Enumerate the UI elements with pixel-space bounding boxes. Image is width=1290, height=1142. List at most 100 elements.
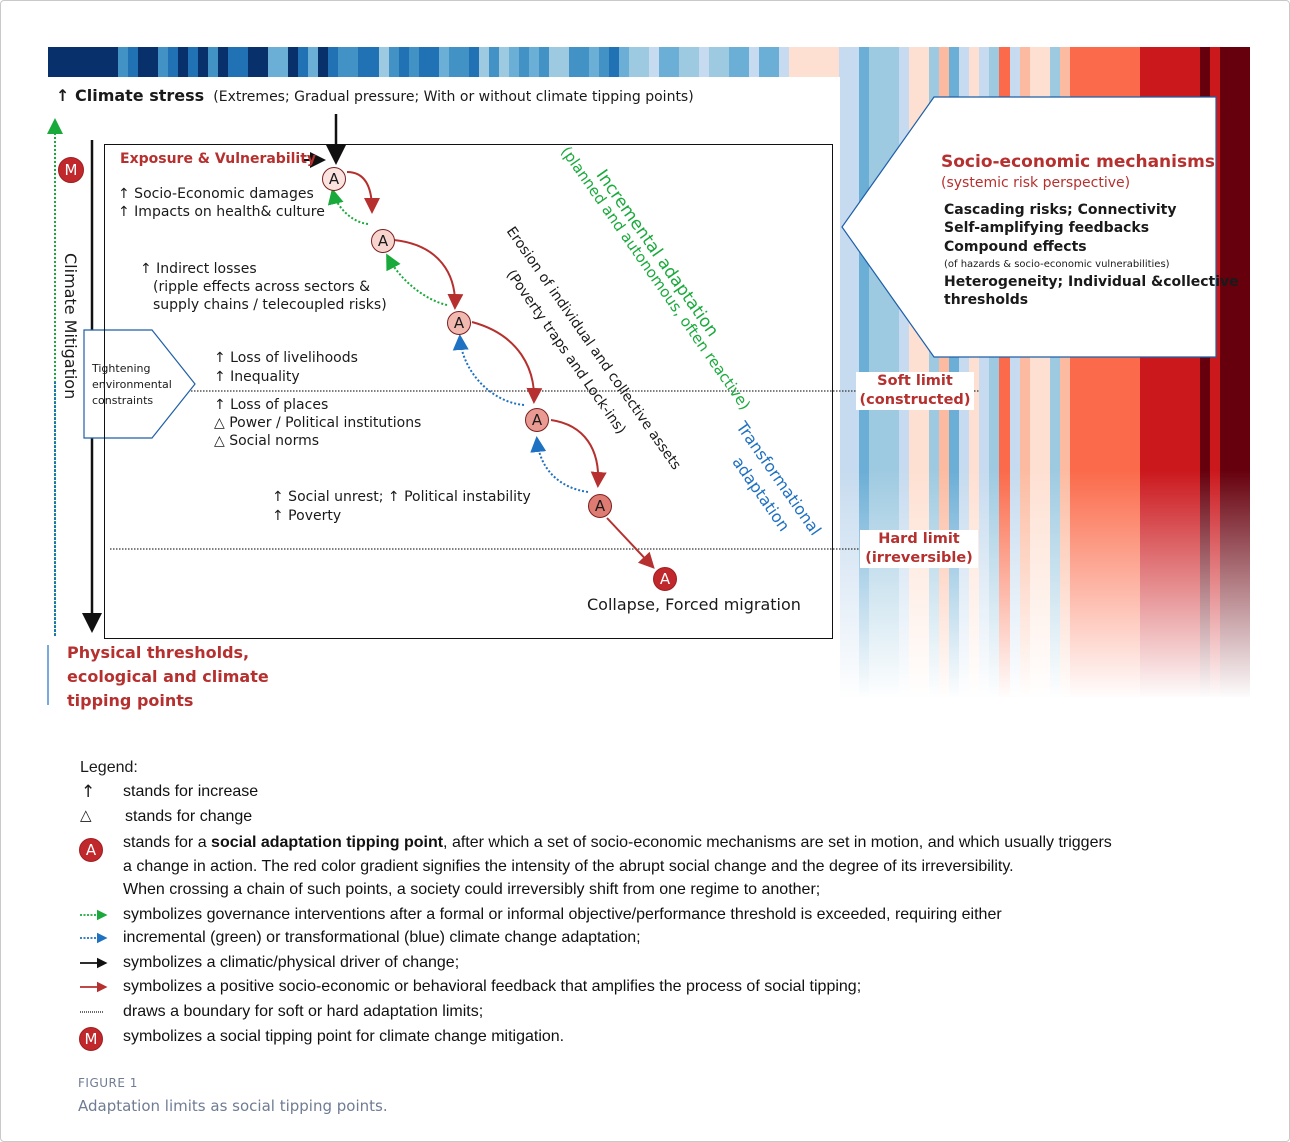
mitigation-tipping-marker: M <box>58 157 84 183</box>
warming-stripe <box>839 47 850 697</box>
legend-tipping-line3: When crossing a chain of such points, a … <box>123 881 821 898</box>
warming-stripe <box>1019 47 1030 697</box>
legend-arrow-symbols <box>80 909 108 1013</box>
hard-limit-label: Hard limit (irreversible) <box>860 530 978 568</box>
warming-stripe <box>1119 47 1130 697</box>
exposure-vulnerability-label: Exposure & Vulnerability <box>120 151 317 167</box>
legend-driver: symbolizes a climatic/physical driver of… <box>123 954 460 971</box>
adaptation-tipping-point-node: A <box>371 229 395 253</box>
physical-thresholds-line: tipping points <box>67 691 194 710</box>
warming-stripe <box>1099 47 1110 697</box>
warming-stripe <box>1039 47 1050 697</box>
impact-unrest: ↑ Social unrest; ↑ Political instability <box>272 489 531 505</box>
warming-stripe <box>1089 47 1100 697</box>
mechanisms-callout-shape <box>841 96 1217 358</box>
climate-mitigation-label: Climate Mitigation <box>61 253 80 400</box>
warming-stripe <box>969 47 980 697</box>
mechanism-item-note: (of hazards & socio-economic vulnerabili… <box>944 259 1170 270</box>
legend-mitigation-symbol: M <box>79 1027 103 1051</box>
warming-stripe <box>1199 47 1210 697</box>
mechanism-item: thresholds <box>944 292 1029 308</box>
warming-stripe <box>979 47 990 697</box>
hard-limit-note: (irreversible) <box>865 550 973 566</box>
impact-norms: △ Social norms <box>214 433 320 449</box>
legend-boundary: draws a boundary for soft or hard adapta… <box>123 1003 484 1020</box>
impact-places: ↑ Loss of places <box>214 397 329 413</box>
physical-thresholds-line: ecological and climate <box>67 667 269 686</box>
legend-tipping-bold: social adaptation tipping point <box>211 834 444 851</box>
legend-governance-line2: incremental (green) or transformational … <box>123 929 641 946</box>
adaptation-tipping-point-node: A <box>447 311 471 335</box>
mechanisms-subtitle: (systemic risk perspective) <box>941 175 1131 191</box>
legend-feedback: symbolizes a positive socio-economic or … <box>123 978 862 995</box>
impact-indirect-supply: supply chains / telecoupled risks) <box>153 297 387 313</box>
figure-caption: Adaptation limits as social tipping poin… <box>78 1097 388 1115</box>
change-symbol: △ <box>80 806 92 824</box>
warming-stripe <box>1049 47 1060 697</box>
legend-tipping-pre: stands for a <box>123 834 212 851</box>
warming-stripe <box>999 47 1010 697</box>
warming-stripe <box>1229 47 1240 697</box>
mechanism-item: Heterogeneity; Individual &collective <box>944 274 1239 290</box>
hard-limit-title: Hard limit <box>878 531 960 547</box>
legend-tipping-symbol: A <box>79 838 103 862</box>
tightening-label: Tightening environmental constraints <box>92 361 172 409</box>
soft-limit-title: Soft limit <box>877 373 953 389</box>
warming-stripe <box>1139 47 1150 697</box>
climate-stress-label: ↑ Climate stress (Extremes; Gradual pres… <box>56 86 694 105</box>
impact-health-culture: ↑ Impacts on health& culture <box>118 204 325 220</box>
warming-stripe <box>1059 47 1070 697</box>
tightening-line: environmental <box>92 378 172 391</box>
diagram-main-frame <box>104 144 833 639</box>
mechanism-item: Compound effects <box>944 239 1087 255</box>
impact-power: △ Power / Political institutions <box>214 415 422 431</box>
mechanisms-title: Socio-economic mechanisms <box>941 152 1215 172</box>
warming-stripe <box>1189 47 1200 697</box>
warming-stripe <box>1159 47 1170 697</box>
legend-tipping-line1: stands for a social adaptation tipping p… <box>123 834 1112 852</box>
warming-stripe <box>1169 47 1180 697</box>
legend-mitigation: symbolizes a social tipping point for cl… <box>123 1028 565 1045</box>
mechanism-item: Cascading risks; Connectivity <box>944 202 1177 218</box>
impact-indirect-ripple: (ripple effects across sectors & <box>153 279 371 295</box>
soft-limit-label: Soft limit (constructed) <box>856 372 974 410</box>
warming-stripe <box>1129 47 1140 697</box>
warming-stripe <box>1219 47 1230 697</box>
warming-stripe <box>1209 47 1220 697</box>
legend-governance-line1: symbolizes governance interventions afte… <box>123 906 1002 923</box>
adaptation-tipping-point-node: A <box>588 494 612 518</box>
impact-socioeconomic-damages: ↑ Socio-Economic damages <box>118 186 314 202</box>
impact-livelihoods: ↑ Loss of livelihoods <box>214 350 358 366</box>
adaptation-tipping-point-node: A <box>525 408 549 432</box>
soft-limit-note: (constructed) <box>859 392 971 408</box>
adaptation-tipping-point-node: A <box>322 167 346 191</box>
warming-stripe <box>989 47 1000 697</box>
physical-thresholds-line: Physical thresholds, <box>67 643 250 662</box>
impact-poverty: ↑ Poverty <box>272 508 342 524</box>
warming-stripe <box>1179 47 1190 697</box>
warming-stripe <box>1079 47 1090 697</box>
increase-symbol: ↑ <box>81 782 96 802</box>
tightening-line: Tightening <box>92 362 151 375</box>
physical-thresholds-label: Physical thresholds, ecological and clim… <box>67 641 275 713</box>
figure-label: FIGURE 1 <box>78 1076 138 1090</box>
collapse-label: Collapse, Forced migration <box>587 595 801 614</box>
warming-stripe <box>1009 47 1020 697</box>
mechanism-item: Self-amplifying feedbacks <box>944 220 1150 236</box>
impact-indirect-losses: ↑ Indirect losses <box>140 261 257 277</box>
warming-stripe <box>1109 47 1120 697</box>
impact-inequality: ↑ Inequality <box>214 369 300 385</box>
adaptation-tipping-point-node: A <box>653 567 677 591</box>
legend-increase: stands for increase <box>123 783 259 800</box>
warming-stripe <box>849 47 860 697</box>
tightening-line: constraints <box>92 394 154 407</box>
legend-tipping-post: , after which a set of socio-economic me… <box>443 834 1112 851</box>
warming-stripe <box>1029 47 1040 697</box>
warming-stripe <box>1069 47 1080 697</box>
legend-change: stands for change <box>125 808 253 825</box>
warming-stripe <box>1149 47 1160 697</box>
legend-tipping-line2: a change in action. The red color gradie… <box>123 858 1014 875</box>
tightening-callout-shape <box>83 329 196 439</box>
legend-title: Legend: <box>80 759 138 776</box>
diagram-arrows <box>47 96 1217 705</box>
